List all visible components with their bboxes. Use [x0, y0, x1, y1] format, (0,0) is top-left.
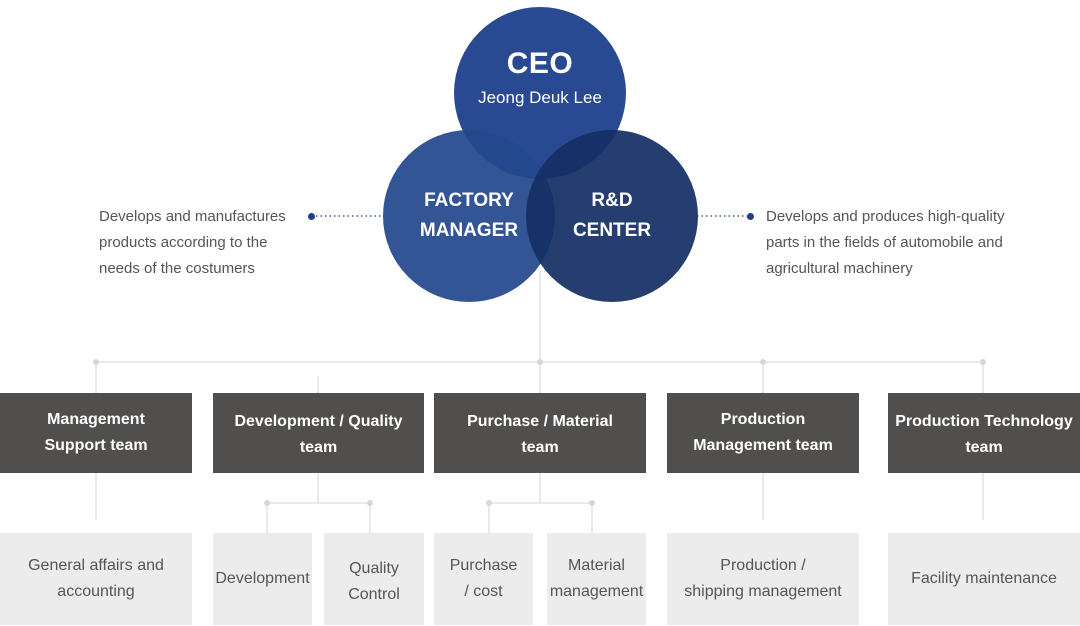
ceo-title: CEO	[506, 47, 574, 80]
unit-label-line: Control	[348, 586, 400, 603]
rnd-center-label-line2: CENTER	[572, 220, 652, 241]
team-label-line: Production Technology	[895, 413, 1073, 430]
unit-quality-control: Quality Control	[324, 533, 424, 625]
unit-material-management: Material management	[547, 533, 646, 625]
factory-connector-dot	[308, 213, 315, 220]
team-management-support: Management Support team	[0, 393, 192, 473]
team-label-line: Development / Quality	[234, 413, 403, 430]
unit-purchase-cost: Purchase / cost	[434, 533, 533, 625]
team-production-technology: Production Technology team	[888, 393, 1080, 473]
unit-general-affairs: General affairs and accounting	[0, 533, 192, 625]
factory-manager-label-line2: MANAGER	[419, 220, 519, 241]
team-label-line: team	[299, 439, 338, 456]
rnd-description-line: parts in the fields of automobile and	[766, 234, 1003, 251]
unit-development: Development	[213, 533, 312, 625]
team-label-line: team	[521, 439, 559, 456]
rnd-description: Develops and produces high-quality parts…	[766, 204, 1066, 282]
unit-production-shipping: Production / shipping management	[667, 533, 859, 625]
rnd-connector-dot	[747, 213, 754, 220]
team-label-line: Purchase / Material	[467, 413, 613, 430]
factory-description-line: products according to the	[99, 234, 268, 251]
factory-description-line: needs of the costumers	[99, 260, 255, 277]
unit-label-line: Production /	[720, 557, 806, 574]
unit-facility-maintenance: Facility maintenance	[888, 533, 1080, 625]
rnd-center-label-line1: R&D	[591, 190, 633, 211]
team-production-management: Production Management team	[667, 393, 859, 473]
unit-label-line: Material	[568, 557, 625, 574]
factory-description-line: Develops and manufactures	[99, 208, 286, 225]
rnd-center-circle: R&D CENTER	[526, 130, 698, 302]
team-label-line: team	[965, 439, 1003, 456]
unit-label-line: Facility maintenance	[911, 570, 1057, 587]
rnd-description-line: Develops and produces high-quality	[766, 208, 1005, 225]
unit-label-line: Purchase	[449, 557, 518, 574]
unit-label-line: / cost	[464, 583, 503, 600]
factory-description: Develops and manufactures products accor…	[99, 204, 319, 282]
rnd-description-line: agricultural machinery	[766, 260, 913, 277]
unit-label-line: accounting	[57, 583, 135, 600]
unit-label-line: General affairs and	[28, 557, 164, 574]
team-label-line: Production	[720, 411, 806, 428]
unit-label-line: Quality	[349, 560, 399, 577]
team-label-line: Management	[47, 411, 145, 428]
team-label-line: Management team	[693, 437, 833, 454]
ceo-name: Jeong Deuk Lee	[478, 88, 602, 107]
unit-label-line: management	[549, 583, 644, 600]
unit-label-line: Development	[215, 570, 310, 587]
factory-manager-label-line1: FACTORY	[424, 190, 514, 211]
team-development-quality: Development / Quality team	[213, 393, 424, 473]
team-label-line: Support team	[44, 437, 148, 454]
unit-label-line: shipping management	[684, 583, 842, 600]
team-purchase-material: Purchase / Material team	[434, 393, 646, 473]
